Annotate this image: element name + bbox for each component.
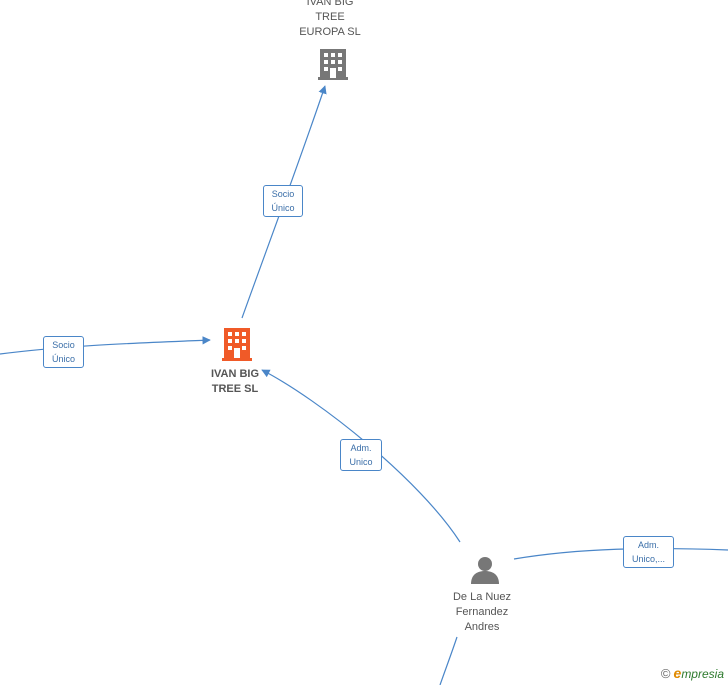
edge-label-person-to-right[interactable]: Adm. Unico,... [623, 536, 674, 568]
brand-name: mpresia [681, 667, 724, 681]
node-label-line: EUROPA SL [299, 26, 361, 38]
node-label-line: IVAN BIG [306, 0, 354, 8]
copyright-icon: © [660, 666, 671, 681]
edge-label-left-to-main[interactable]: Socio Único [43, 336, 84, 368]
edge-label-line: Socio [271, 189, 295, 199]
edge-label-line: Unico,... [631, 554, 665, 564]
building-icon[interactable] [318, 47, 348, 80]
node-label-europa[interactable]: IVAN BIG TREE EUROPA SL [285, 0, 375, 40]
node-label-main[interactable]: IVAN BIG TREE SL [190, 367, 280, 397]
edge-label-line: Socio [52, 340, 75, 350]
brand-initial: e [673, 665, 682, 681]
person-icon[interactable] [471, 557, 499, 584]
edge-label-main-to-europa[interactable]: Socio Único [263, 185, 303, 217]
edge-person-to-right [513, 547, 728, 560]
edge-label-line: Adm. [637, 540, 659, 550]
edge-label-line: Unico [349, 457, 373, 467]
node-label-line: TREE [315, 11, 345, 23]
brand-logo: ©empresia [661, 665, 724, 681]
edge-label-person-to-main[interactable]: Adm. Unico [340, 439, 382, 471]
node-label-line: Fernandez [455, 606, 509, 618]
edge-label-line: Único [51, 354, 75, 364]
node-label-line: TREE SL [211, 383, 259, 395]
node-label-line: Andres [464, 621, 500, 633]
edge-left-to-main [0, 336, 211, 355]
edge-label-line: Adm. [350, 443, 372, 453]
node-label-person[interactable]: De La Nuez Fernandez Andres [437, 590, 527, 635]
edge-person-to-bottom [439, 636, 458, 685]
building-icon[interactable] [222, 328, 252, 361]
node-label-line: IVAN BIG [210, 368, 260, 380]
edge-label-line: Único [271, 203, 295, 213]
node-label-line: De La Nuez [452, 591, 512, 603]
